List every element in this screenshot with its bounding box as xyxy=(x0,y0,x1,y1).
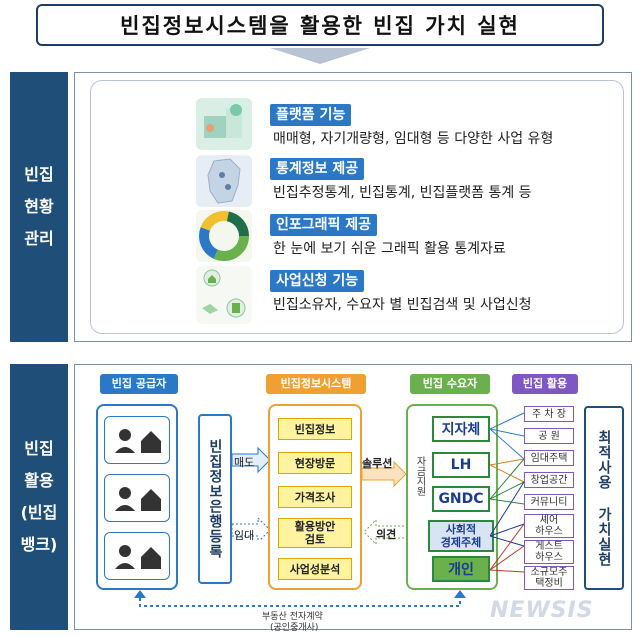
support-label: 자금지원 xyxy=(414,456,425,496)
person-house-icon xyxy=(115,487,161,511)
system-item: 빈집정보 xyxy=(278,418,352,440)
section1-label: 빈집 현황 관리 xyxy=(10,72,68,342)
solution-label: 솔루션 xyxy=(362,457,393,470)
person-house-icon xyxy=(115,429,161,453)
connection-lines xyxy=(490,412,525,573)
registration-box: 빈집정보은행등록 xyxy=(198,414,232,584)
system-item: 활용방안 검토 xyxy=(278,518,352,548)
owner-card xyxy=(104,532,170,580)
supplier-header: 빈집 공급자 xyxy=(100,374,178,394)
handshake-icon xyxy=(196,266,252,324)
owner-card xyxy=(104,416,170,464)
korea-map-icon xyxy=(196,155,252,207)
donut-chart-icon xyxy=(196,210,252,262)
newsis-watermark: NEWSIS xyxy=(490,598,594,623)
section2-label-line: 빈집 xyxy=(24,439,54,458)
feature-desc: 빈집추정통계, 빈집통계, 빈집플랫폼 통계 등 xyxy=(273,185,532,201)
section2-label-line: 뱅크) xyxy=(20,535,58,554)
page-title: 빈집정보시스템을 활용한 빈집 가치 실현 xyxy=(36,4,604,46)
contract-label-1: 부동산 전자계약 xyxy=(262,612,323,622)
section1-label-line: 빈집 xyxy=(24,165,54,184)
system-item: 현장방문 xyxy=(278,452,352,474)
feature-title: 인포그래픽 제공 xyxy=(270,214,378,236)
feature-desc: 매매형, 자기개량형, 임대형 등 다양한 사업 유형 xyxy=(273,131,554,147)
use-item: 커뮤니티 xyxy=(524,494,574,510)
solution-opinion-arrows xyxy=(362,460,408,546)
electronic-contract-line xyxy=(134,590,466,607)
feature-desc: 한 눈에 보기 쉬운 그래픽 활용 통계자료 xyxy=(273,241,506,257)
use-item: 창업공간 xyxy=(524,472,574,488)
demand-header: 빈집 수요자 xyxy=(410,374,490,394)
use-item: 게스트 하우스 xyxy=(524,540,574,564)
registration-text: 빈집정보은행등록 xyxy=(207,439,223,559)
feature-title: 플랫폼 기능 xyxy=(270,104,352,126)
demander-box: 사회적 경제주체 xyxy=(428,520,494,552)
use-item: 임대주택 xyxy=(524,450,574,466)
optimal-box: 최적사용 가치실현 xyxy=(584,406,624,590)
demander-box: 개인 xyxy=(432,556,490,582)
demander-box: LH xyxy=(432,452,490,478)
lease-label: 임대 xyxy=(234,529,255,542)
feature-desc: 빈집소유자, 수요자 별 빈집검색 및 사업신청 xyxy=(273,297,532,313)
section2-label: 빈집 활용 (빈집 뱅크) xyxy=(10,364,68,630)
optimal-text: 최적사용 가치실현 xyxy=(596,429,612,567)
contract-label-2: (공인중개사) xyxy=(270,623,319,633)
demander-box: GNDC xyxy=(432,486,490,512)
person-house-icon xyxy=(115,545,161,569)
system-header: 빈집정보시스템 xyxy=(266,374,366,394)
owner-card xyxy=(104,474,170,522)
use-item: 주 차 장 xyxy=(524,406,574,422)
section1-label-line: 관리 xyxy=(24,229,54,248)
flow-arrows xyxy=(232,446,271,540)
use-item: 셰어 하우스 xyxy=(524,514,574,538)
use-header: 빈집 활용 xyxy=(512,374,578,394)
section1-label-line: 현황 xyxy=(24,197,54,216)
demander-box: 지자체 xyxy=(432,416,490,442)
system-item: 가격조사 xyxy=(278,486,352,508)
house-building-icon xyxy=(196,98,252,150)
feature-title: 사업신청 기능 xyxy=(270,270,365,292)
system-item: 사업성분석 xyxy=(278,558,352,580)
title-arrow xyxy=(270,48,370,64)
feature-title: 통계정보 제공 xyxy=(270,158,365,180)
opinion-label: 의견 xyxy=(376,528,397,541)
section2-label-line: 활용 xyxy=(24,471,54,490)
sale-label: 매도 xyxy=(234,456,255,469)
use-item: 소규모주 택정비 xyxy=(524,566,574,590)
section2-label-line: (빈집 xyxy=(20,503,58,522)
use-item: 공 원 xyxy=(524,428,574,444)
